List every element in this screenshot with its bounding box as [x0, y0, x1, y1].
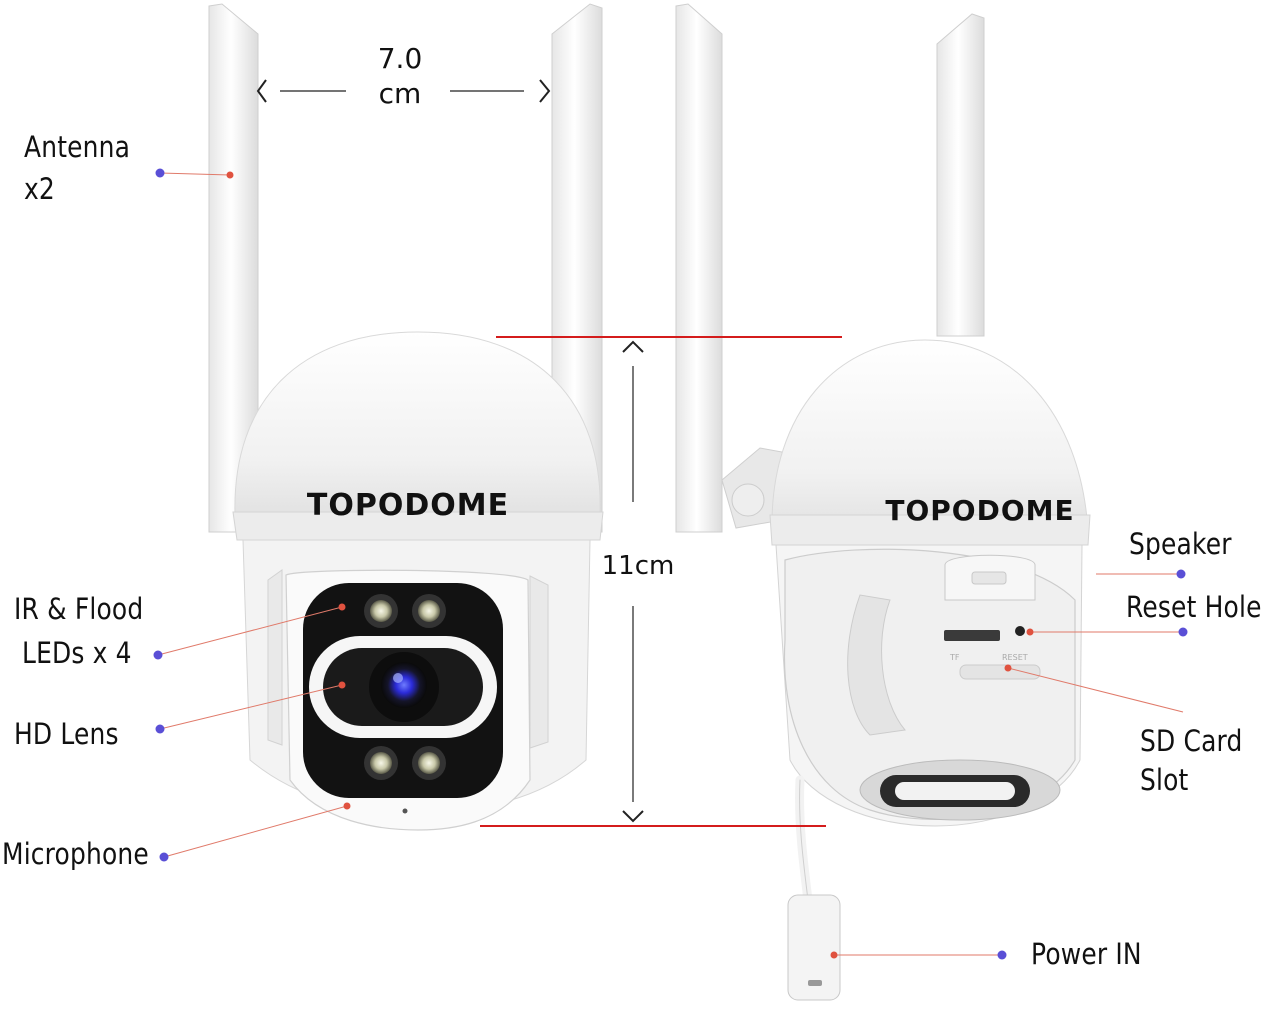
callout-dots-blue — [153, 168, 1188, 960]
height-arrow-up — [622, 340, 644, 353]
reset-label: Reset Hole — [1126, 590, 1262, 624]
sd-slot — [944, 630, 1000, 641]
height-value: 11cm — [601, 551, 675, 581]
leds-dot — [153, 650, 163, 660]
width-dimension — [256, 79, 551, 103]
callout-leaders — [157, 172, 1184, 956]
callout-dots-red — [226, 171, 1034, 959]
power-label: Power IN — [1031, 937, 1142, 971]
width-arrow-left — [256, 79, 267, 103]
height-dimension — [480, 336, 842, 827]
leds-label-line2: LEDs x 4 — [22, 636, 132, 670]
left-antenna — [208, 3, 259, 533]
height-arrow-down — [622, 810, 644, 823]
front-leds — [364, 594, 446, 780]
svg-text:RESET: RESET — [1002, 653, 1028, 662]
lens-label: HD Lens — [14, 717, 119, 751]
reset-dot — [1178, 627, 1188, 637]
power-plug — [787, 894, 841, 1001]
lens-dot — [155, 724, 165, 734]
width-arrow-right — [539, 79, 551, 103]
sd-card-label-line1: SD Card — [1140, 724, 1243, 758]
front-camera: TOPODOME — [208, 3, 604, 831]
width-value: 7.0 — [377, 42, 423, 75]
front-dome — [234, 331, 601, 516]
speaker-label: Speaker — [1129, 527, 1232, 561]
back-camera: TF RESET TOPODOME — [675, 3, 1091, 1001]
leds-label-line1: IR & Flood — [14, 592, 144, 626]
svg-text:TF: TF — [949, 653, 960, 662]
antenna-label: Antenna — [24, 130, 131, 164]
microphone-label: Microphone — [2, 837, 149, 871]
width-unit: cm — [378, 77, 422, 110]
antenna-dot — [155, 168, 165, 178]
back-antenna-right — [936, 13, 985, 337]
back-antenna-left — [675, 3, 723, 533]
reset-hole — [1015, 626, 1025, 636]
speaker-dot — [1176, 569, 1186, 579]
power-dot — [997, 950, 1007, 960]
front-logo: TOPODOME — [307, 488, 509, 523]
back-logo: TOPODOME — [885, 494, 1074, 527]
power-cable — [795, 775, 813, 905]
mic-hole — [402, 808, 408, 814]
back-dome — [771, 339, 1089, 531]
hd-lens — [381, 662, 427, 708]
antenna-count-label: x2 — [24, 172, 55, 206]
microphone-dot — [159, 852, 169, 862]
sd-card-label-line2: Slot — [1140, 763, 1189, 797]
